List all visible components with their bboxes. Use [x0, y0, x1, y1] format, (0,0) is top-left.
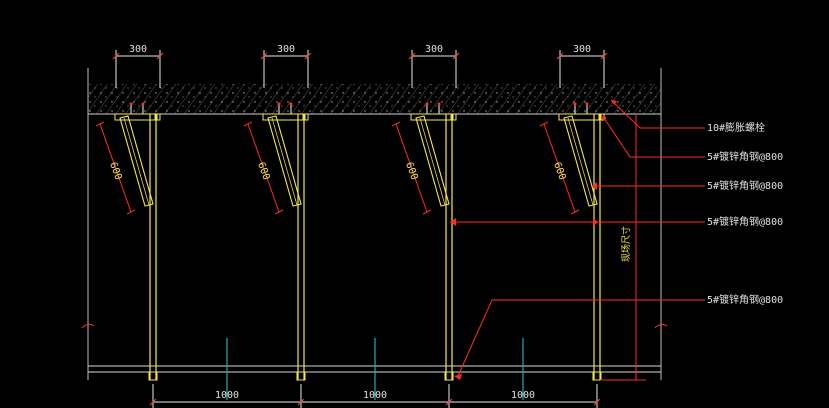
- brace-dim-tick: [539, 121, 549, 127]
- boundary-lines: [87, 68, 662, 380]
- bottom-dim-tick: [149, 398, 157, 406]
- top-dimension-label: 300: [425, 44, 443, 55]
- callout-angle-steel-2: 5#镀锌角钢@800: [707, 179, 783, 192]
- top-plate: [410, 113, 454, 121]
- anchor-bolt-head: [129, 102, 133, 106]
- bottom-dim-tick: [297, 398, 305, 406]
- bottom-dim-tick: [593, 398, 601, 406]
- post-foot: [592, 371, 602, 381]
- top-dimension-label: 300: [129, 44, 147, 55]
- callout-expansion-bolt: 10#膨胀螺栓: [707, 121, 765, 134]
- callout-angle-steel-4: 5#镀锌角钢@800: [707, 293, 783, 306]
- top-dimension-row: 300 300 300 300: [112, 44, 608, 88]
- dim-tick: [408, 52, 416, 60]
- diagonal-brace: [267, 115, 302, 207]
- brace-dim-line: [247, 123, 280, 213]
- callout-angle-steel-3: 5#镀锌角钢@800: [707, 215, 783, 228]
- callout-arrows: [450, 100, 617, 380]
- steel-frame-2: 600: [243, 102, 309, 381]
- top-dimension-3: 300: [408, 44, 460, 88]
- dim-tick: [452, 52, 460, 60]
- bottom-dimension-label: 1000: [215, 390, 239, 401]
- anchor-bolt-head: [141, 102, 145, 106]
- brace-dim-tick: [126, 209, 136, 215]
- brace-inner-line: [419, 117, 446, 206]
- top-dimension-1: 300: [112, 44, 164, 88]
- top-plate: [558, 113, 602, 121]
- brace-dim-line: [99, 123, 132, 213]
- diagonal-brace: [563, 115, 598, 207]
- dim-tick: [600, 52, 608, 60]
- brace-inner-line: [123, 117, 150, 206]
- anchor-bolt-head: [585, 102, 589, 106]
- dim-tick: [260, 52, 268, 60]
- brace-inner-line: [567, 117, 594, 206]
- anchor-bolt-head: [425, 102, 429, 106]
- brace-dim-tick: [95, 121, 105, 127]
- top-dimension-2: 300: [260, 44, 312, 88]
- top-dimension-label: 300: [573, 44, 591, 55]
- steel-frame-3: 600: [391, 102, 457, 381]
- diagonal-brace: [119, 115, 154, 207]
- anchor-bolt-head: [277, 102, 281, 106]
- post-foot: [444, 371, 454, 381]
- callout-leaders: [450, 99, 705, 377]
- brace-dim-line: [543, 123, 576, 213]
- callout-angle-steel-1: 5#镀锌角钢@800: [707, 150, 783, 163]
- top-dimension-4: 300: [556, 44, 608, 88]
- brace-dim-tick: [274, 209, 284, 215]
- top-plate-cap: [450, 113, 457, 121]
- height-label: 现场尺寸: [620, 226, 632, 262]
- post-foot: [148, 371, 158, 381]
- anchor-bolt-head: [437, 102, 441, 106]
- brace-dim-tick: [422, 209, 432, 215]
- anchor-bolt-head: [573, 102, 577, 106]
- top-plate-cap: [154, 113, 161, 121]
- brace-inner-line: [271, 117, 298, 206]
- top-plate: [262, 113, 306, 121]
- dim-tick: [556, 52, 564, 60]
- anchor-bolt-head: [289, 102, 293, 106]
- dim-tick: [304, 52, 312, 60]
- top-dimension-label: 300: [277, 44, 295, 55]
- diagonal-brace: [415, 115, 450, 207]
- dim-tick: [112, 52, 120, 60]
- bottom-dimension-label: 1000: [363, 390, 387, 401]
- brace-dim-line: [395, 123, 428, 213]
- top-plate-cap: [302, 113, 309, 121]
- height-dimension: 现场尺寸: [600, 114, 646, 381]
- brace-dim-tick: [570, 209, 580, 215]
- brace-dim-tick: [391, 121, 401, 127]
- concrete-slab: [88, 84, 661, 115]
- bottom-dim-tick: [445, 398, 453, 406]
- dim-tick: [156, 52, 164, 60]
- post-foot: [296, 371, 306, 381]
- break-symbols: [81, 323, 668, 329]
- bottom-dimension-row: 1000 1000 1000: [149, 384, 601, 408]
- brace-dim-tick: [243, 121, 253, 127]
- top-plate: [114, 113, 158, 121]
- bottom-dimension-label: 1000: [511, 390, 535, 401]
- rebar-marks: [226, 338, 524, 400]
